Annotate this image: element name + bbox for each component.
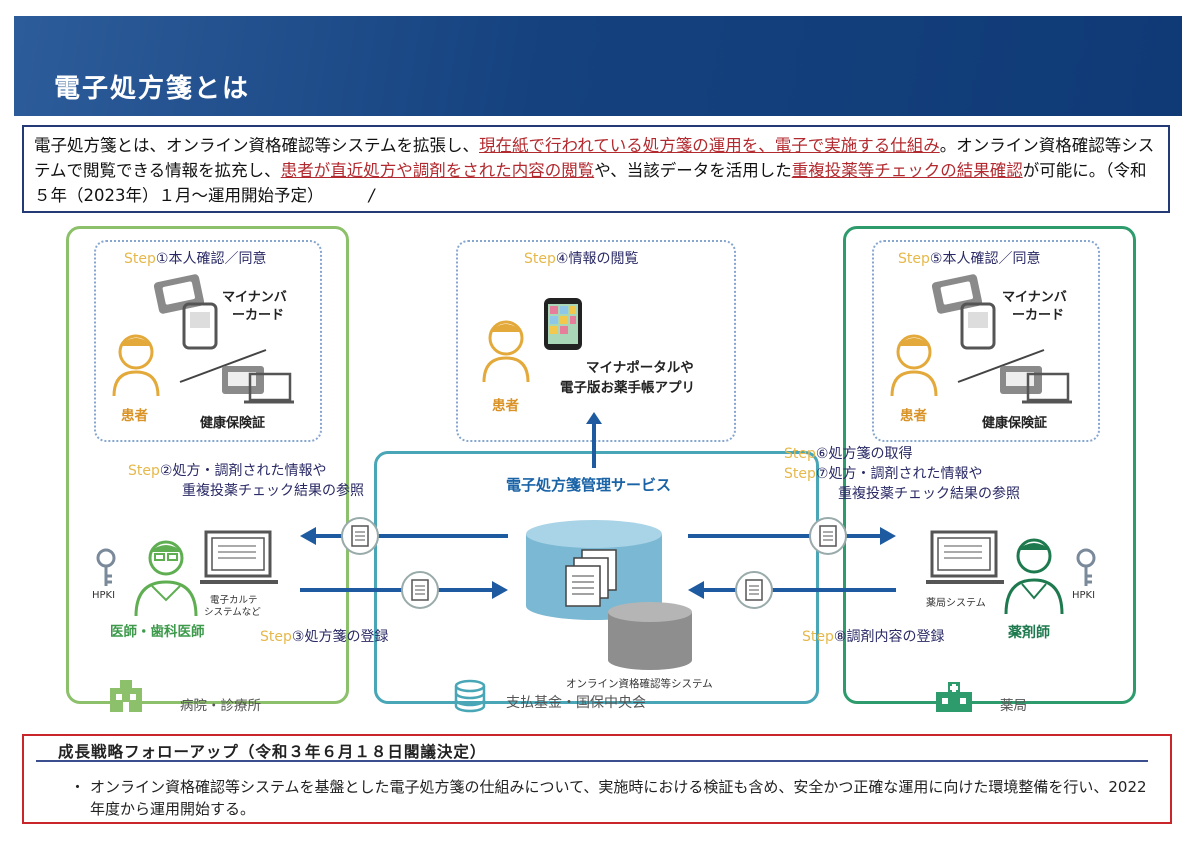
followup-heading: 成長戦略フォローアップ（令和３年６月１８日閣議決定） (58, 743, 487, 761)
database-icon (454, 679, 486, 713)
patient-icon (482, 320, 530, 383)
mynumber-card-label-2: ーカード (1012, 308, 1065, 323)
step-7-label-line2: 重複投薬チェック結果の参照 (838, 486, 1020, 502)
step-7-label-line1: Step⑦処方・調剤された情報や (784, 466, 983, 482)
document-icon (401, 571, 439, 609)
key-icon (96, 548, 116, 586)
step-3-label: Step③処方箋の登録 (260, 629, 389, 645)
payment-fund-panel (374, 451, 819, 704)
laptop-icon (926, 530, 1004, 584)
step-8-label: Step⑧調剤内容の登録 (802, 629, 945, 645)
pharmacy-label: 薬局 (1000, 698, 1027, 714)
portal-label-1: マイナポータルや (586, 360, 694, 376)
hpki-label-left: HPKI (92, 590, 116, 601)
hospital-panel (66, 226, 349, 704)
ekarte-label-2: システムなど (204, 607, 261, 618)
step-2-label-line2: 重複投薬チェック結果の参照 (182, 483, 364, 499)
step-4-label: Step④情報の閲覧 (524, 251, 639, 267)
patient-label-left: 患者 (121, 408, 148, 424)
intro-text-2: 。オンライン資格確認等システムで閲覧できる情報を拡充し、 (34, 136, 1155, 180)
doctor-label: 医師・歯科医師 (110, 624, 205, 640)
patient-label-right: 患者 (900, 408, 927, 424)
arrow-right-icon (688, 527, 896, 545)
id-card-icon (931, 274, 996, 350)
step-5-label: Step⑤本人確認／同意 (898, 251, 1041, 267)
patient-icon (112, 334, 160, 397)
portal-label-2: 電子版お薬手帳アプリ (560, 380, 695, 396)
hospital-icon (110, 680, 142, 712)
title-bar: 電子処方箋とは (14, 16, 1182, 116)
followup-bullet: ・ (70, 778, 86, 796)
mynumber-card-label-2: ーカード (232, 308, 285, 323)
mynumber-card-label-1: マイナンバ (222, 290, 287, 305)
pharmacy-panel (843, 226, 1136, 704)
mynumber-card-label-1: マイナンバ (1002, 290, 1067, 305)
pharmacist-icon (1004, 538, 1064, 615)
intro-box: 電子処方箋とは、オンライン資格確認等システムを拡張し、現在紙で行われている処方箋… (22, 125, 1170, 213)
intro-underline-1: 現在紙で行われている処方箋の運用を、電子で実施する仕組み (479, 136, 940, 155)
followup-text: オンライン資格確認等システムを基盤とした電子処方箋の仕組みについて、実施時におけ… (90, 778, 1147, 818)
insurance-card-label-right: 健康保険証 (982, 416, 1048, 431)
insurance-card-icon (179, 349, 294, 404)
service-label: 電子処方箋管理サービス (506, 476, 672, 494)
insurance-card-icon (957, 349, 1072, 404)
pharmacy-icon (936, 682, 972, 712)
patient-consent-box-left (94, 240, 322, 442)
payment-fund-label: 支払基金・国保中央会 (506, 695, 646, 711)
followup-box: 成長戦略フォローアップ（令和３年６月１８日閣議決定） ・ オンライン資格確認等シ… (22, 734, 1172, 824)
pharmacist-label: 薬剤師 (1008, 625, 1050, 641)
ekarte-label-1: 電子カルテ (210, 595, 258, 606)
hospital-label: 病院・診療所 (180, 698, 261, 714)
key-icon (1076, 548, 1096, 586)
smartphone-icon (544, 298, 582, 350)
arrow-left-icon (688, 581, 896, 599)
step-2-label-line1: Step②処方・調剤された情報や (128, 463, 327, 479)
documents-stack-icon (565, 549, 617, 607)
document-icon (809, 517, 847, 555)
document-icon (735, 571, 773, 609)
onshi-system-label: オンライン資格確認等システム (566, 678, 713, 690)
intro-text-3: や、当該データを活用した (594, 161, 792, 180)
arrow-right-icon (300, 581, 508, 599)
followup-divider (36, 760, 1148, 762)
intro-underline-3: 重複投薬等チェックの結果確認 (791, 161, 1023, 180)
intro-text-4: が可能に。（令和５年（2023年）１月～運用開始予定） (34, 161, 1147, 205)
document-icon (341, 517, 379, 555)
intro-text-1: 電子処方箋とは、オンライン資格確認等システムを拡張し、 (34, 136, 480, 155)
step-6-label: Step⑥処方箋の取得 (784, 446, 913, 462)
intro-underline-2: 患者が直近処方や調剤をされた内容の閲覧 (280, 161, 595, 180)
step-1-label: Step①本人確認／同意 (124, 251, 267, 267)
insurance-card-label-left: 健康保険証 (200, 416, 266, 431)
handwritten-mark: / (368, 186, 375, 205)
patient-consent-box-right (872, 240, 1100, 442)
page-title: 電子処方箋とは (54, 74, 251, 104)
onshi-database-icon (608, 602, 692, 670)
arrow-left-icon (300, 527, 508, 545)
doctor-icon (134, 540, 198, 617)
id-card-icon (153, 274, 218, 350)
arrow-up-icon (586, 412, 602, 468)
patient-label-center: 患者 (492, 398, 519, 414)
pharmacy-system-label: 薬局システム (926, 598, 986, 609)
laptop-icon (200, 530, 278, 584)
hpki-label-right: HPKI (1072, 590, 1096, 601)
patient-icon (890, 334, 938, 397)
